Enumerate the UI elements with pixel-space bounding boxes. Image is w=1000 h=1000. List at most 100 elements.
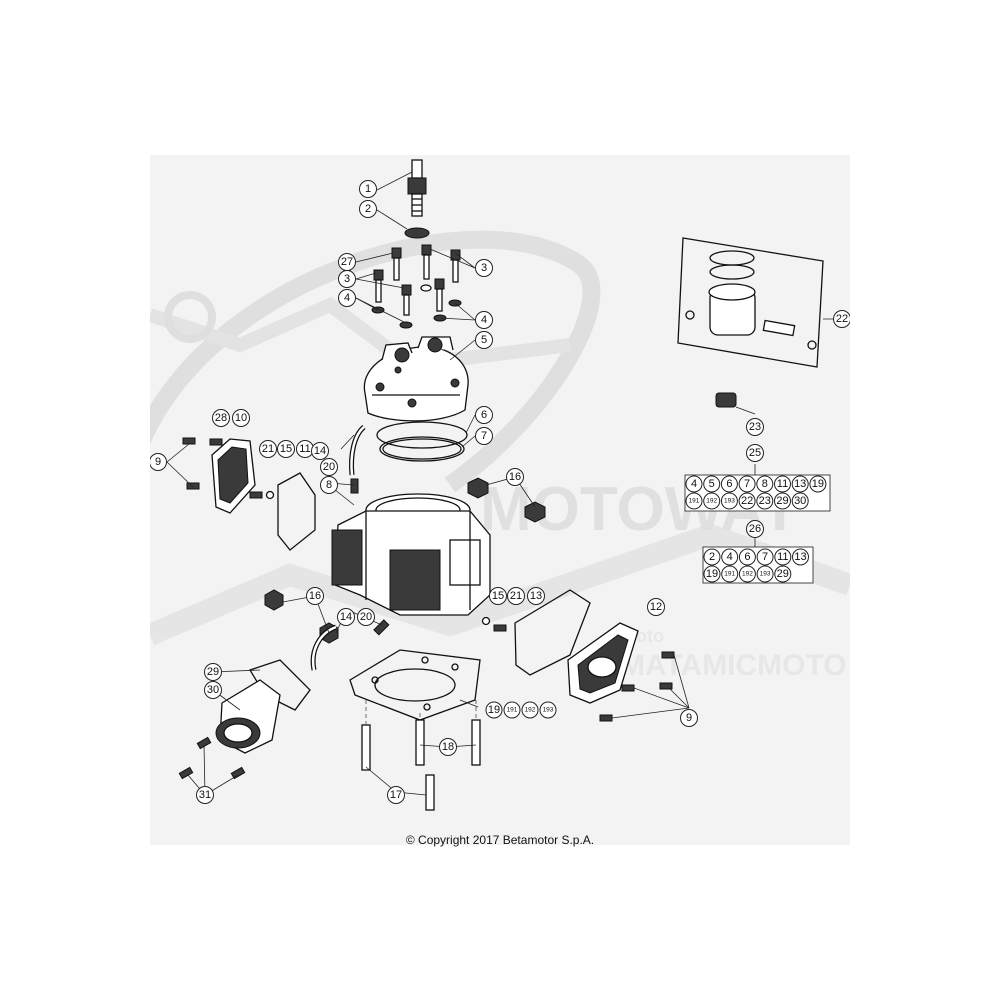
part-number-label: 4 [727, 551, 733, 563]
part-number-label: 23 [749, 421, 761, 433]
part-callout: 23 [746, 418, 764, 436]
part-callout: 1 [359, 180, 377, 198]
part-number-label: 6 [726, 478, 732, 490]
part-number-label: 2 [709, 551, 715, 563]
part-callout: 22 [833, 310, 850, 328]
part-callout: 13 [527, 587, 545, 605]
part-number-label: 3 [481, 262, 487, 274]
part-callout: 3 [475, 259, 493, 277]
part-number-label: 30 [207, 684, 219, 696]
part-callout: 2 [703, 548, 721, 566]
part-callout: 5 [703, 475, 721, 493]
part-number-label: 193 [760, 571, 771, 578]
part-callout: 3 [338, 270, 356, 288]
part-callout: 15 [489, 587, 507, 605]
part-number-label: 8 [762, 478, 768, 490]
part-number-label: 8 [326, 479, 332, 491]
part-number-label: 19 [812, 478, 824, 490]
part-number-label: 5 [481, 334, 487, 346]
cylinder-head [363, 336, 469, 422]
part-callout: 21 [259, 440, 277, 458]
part-callout: 193 [756, 565, 774, 583]
part-callout: 27 [338, 253, 356, 271]
part-callout: 22 [738, 492, 756, 510]
part-callout: 29 [204, 663, 222, 681]
part-number-label: 9 [686, 712, 692, 724]
part-number-label: 7 [762, 551, 768, 563]
part-callout: 6 [720, 475, 738, 493]
part-number-label: 5 [709, 478, 715, 490]
cylinder-nut [467, 477, 489, 499]
part-number-label: 7 [744, 478, 750, 490]
part-number-label: 9 [155, 456, 161, 468]
leader-lines [166, 171, 842, 796]
part-number-label: 4 [344, 292, 350, 304]
copyright-notice: © Copyright 2017 Betamotor S.p.A. [405, 833, 595, 847]
needle-bearing [715, 392, 737, 408]
valve-cover-gasket-right [514, 589, 591, 676]
bleed-screw [373, 619, 390, 636]
part-callout: 7 [475, 427, 493, 445]
part-number-label: 29 [777, 568, 789, 580]
part-callout: 6 [738, 548, 756, 566]
part-callout: 19 [485, 701, 503, 719]
part-callout: 16 [306, 587, 324, 605]
part-callout: 20 [357, 608, 375, 626]
part-callout: 10 [232, 409, 250, 427]
part-callout: 30 [204, 681, 222, 699]
part-callout: 9 [680, 709, 698, 727]
part-number-label: 192 [706, 498, 717, 505]
part-callout: 5 [475, 331, 493, 349]
part-callout: 191 [721, 565, 739, 583]
part-callout: 17 [387, 786, 405, 804]
part-callout: 192 [738, 565, 756, 583]
part-callout: 11 [774, 475, 791, 493]
part-callout: 7 [756, 548, 774, 566]
part-callout: 4 [475, 311, 493, 329]
bleed-screw [350, 478, 359, 494]
part-number-label: 192 [742, 571, 753, 578]
part-number-label: 29 [776, 495, 788, 507]
part-number-label: 29 [207, 666, 219, 678]
piston-kit [677, 237, 824, 368]
part-callout: 2 [359, 200, 377, 218]
part-number-label: 6 [744, 551, 750, 563]
part-callout: 8 [756, 475, 774, 493]
part-callout: 13 [792, 548, 809, 566]
part-number-label: 16 [509, 471, 521, 483]
part-number-label: 30 [794, 495, 806, 507]
part-callout: 29 [774, 492, 791, 510]
part-callout: 4 [338, 289, 356, 307]
part-number-label: 19 [706, 568, 718, 580]
part-number-label: 21 [262, 443, 274, 455]
part-number-label: 19 [488, 704, 500, 716]
part-number-label: 31 [199, 789, 211, 801]
part-number-label: 17 [390, 789, 402, 801]
part-callout: 6 [475, 406, 493, 424]
part-callout: 19 [809, 475, 827, 493]
cylinder-nut [524, 501, 546, 523]
head-o-ring-inner [379, 436, 465, 462]
part-callout: 18 [439, 738, 457, 756]
part-callout: 20 [320, 458, 338, 476]
part-number-label: 191 [724, 571, 735, 578]
part-callout: 26 [746, 520, 764, 538]
part-callout: 29 [774, 565, 792, 583]
cylinder [331, 493, 491, 616]
part-number-label: 27 [341, 256, 353, 268]
cylinder-base-gasket [349, 649, 481, 721]
part-callout: 4 [685, 475, 703, 493]
part-number-label: 25 [749, 447, 761, 459]
part-callout: 15 [277, 440, 295, 458]
part-number-label: 23 [759, 495, 771, 507]
part-callout: 13 [791, 475, 809, 493]
part-number-label: 2 [365, 203, 371, 215]
part-callout: 191 [685, 492, 703, 510]
part-number-label: 21 [510, 590, 522, 602]
part-callout: 191 [503, 701, 521, 719]
part-number-label: 15 [492, 590, 504, 602]
part-number-label: 13 [794, 551, 806, 563]
part-number-label: 22 [836, 313, 848, 325]
